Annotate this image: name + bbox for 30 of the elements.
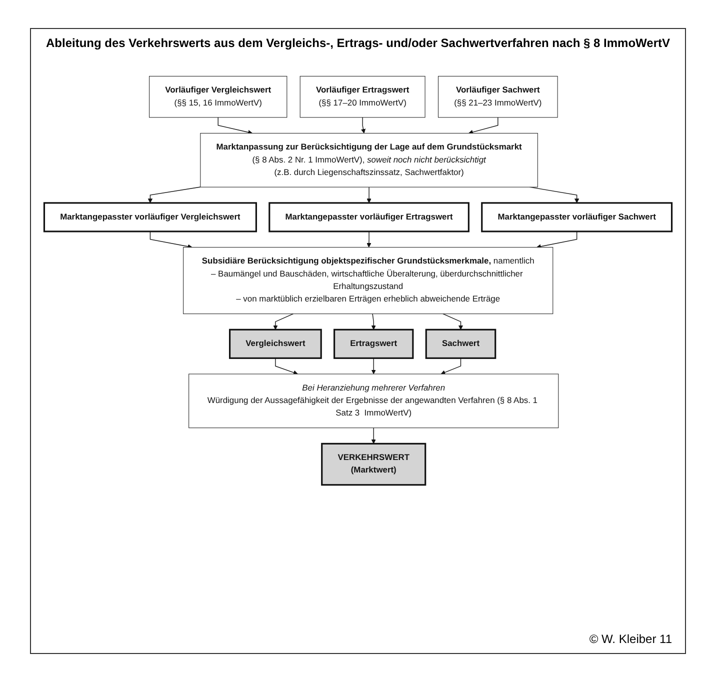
node-box: Marktangepasster vorläufiger Vergleichswert xyxy=(43,202,257,232)
copyright-note: © W. Kleiber 11 xyxy=(589,632,672,646)
arrow xyxy=(440,358,462,375)
node-box: Subsidiäre Berücksichtigung objektspezifischer Grundstücksmerkmale, namentlich – Baumängel und Bauschäden, wirtschaftliche Überalterung, überdurchschnittlicher Erhaltungszustand – von marktüblich erzielbaren Erträgen erheblich abweichende Erträge xyxy=(183,247,554,314)
diagram-title: Ableitung des Verkehrswerts aus dem Vergleichs-, Ertrags- und/oder Sachwertverfahren nach § 8 ImmoWertV xyxy=(45,36,671,51)
node-box: Vergleichswert xyxy=(229,328,322,359)
arrow xyxy=(366,231,372,248)
node-box: Marktanpassung zur Berücksichtigung der Lage auf dem Grundstücksmarkt (§ 8 Abs. 2 Nr. 1 ImmoWertV), soweit noch nicht berücksichtigt (z.B. durch Liegenschaftszinssatz, Sachwertfaktor) xyxy=(200,132,538,188)
node-box: Vorläufiger Sachwert (§§ 21–23 ImmoWertV) xyxy=(438,76,558,118)
node-box: VERKEHRSWERT (Marktwert) xyxy=(321,442,426,486)
arrow xyxy=(371,313,376,330)
arrow xyxy=(150,231,192,249)
node-box: Marktangepasster vorläufiger Ertragswert xyxy=(268,202,470,232)
arrow xyxy=(442,313,464,330)
arrow xyxy=(273,313,294,330)
node-box: Bei Heranziehung mehrerer Verfahren Würdigung der Aussagefähigkeit der Ergebnisse der angewandten Verfahren (§ 8 Abs. 1 Satz 3 ImmoWertV) xyxy=(188,374,559,428)
arrow xyxy=(371,428,376,444)
arrow xyxy=(468,117,498,134)
arrow xyxy=(275,358,298,375)
node-box: Marktangepasster vorläufiger Sachwert xyxy=(481,202,673,232)
node-box: Vorläufiger Ertragswert (§§ 17–20 ImmoWertV) xyxy=(300,76,426,118)
arrow xyxy=(218,117,253,135)
arrow xyxy=(536,231,578,249)
node-box: Vorläufiger Vergleichswert (§§ 15, 16 ImmoWertV) xyxy=(149,76,288,118)
arrow xyxy=(360,117,366,134)
arrow xyxy=(148,186,201,204)
arrow xyxy=(366,186,372,204)
node-box: Ertragswert xyxy=(334,328,414,359)
node-box: Sachwert xyxy=(425,328,496,359)
arrow xyxy=(371,358,376,374)
